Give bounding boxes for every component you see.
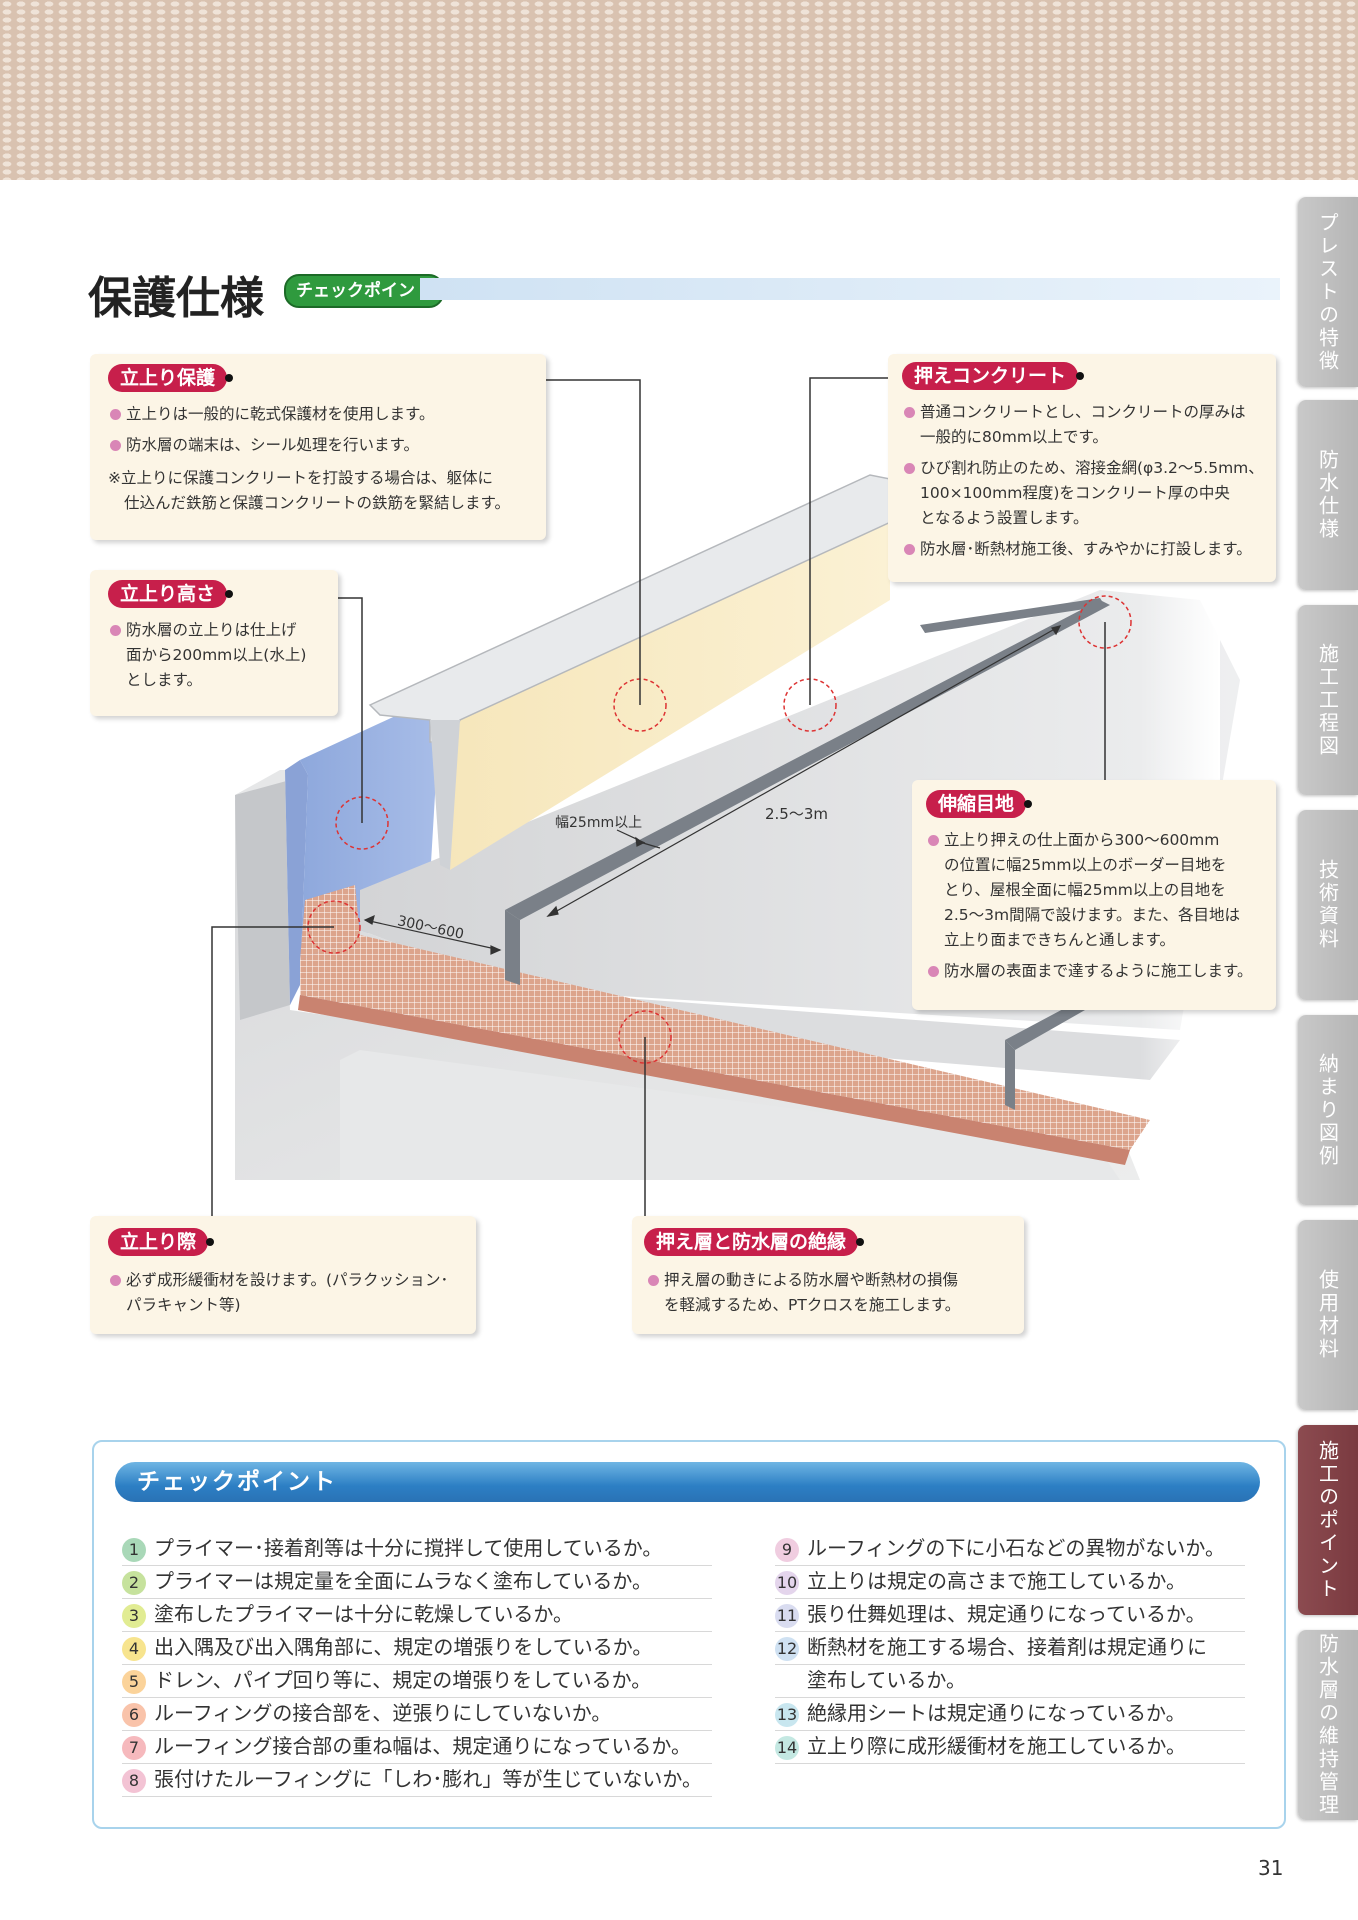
callout-text: 立上り面まできちんと通します。 [944, 931, 1175, 949]
checkpoint-number: 3 [122, 1603, 146, 1628]
checkpoint-text: プライマー･接着剤等は十分に撹拌して使用しているか。 [154, 1536, 663, 1560]
callout-text: 防水層･断熱材施工後、すみやかに打設します。 [902, 537, 1274, 562]
callout-text: 防水層の表面まで達するように施工します。 [926, 959, 1274, 984]
side-tab-1[interactable]: プレストの特徴 [1298, 197, 1358, 387]
checkpoint-text: 立上りは規定の高さまで施工しているか。 [807, 1569, 1186, 1593]
checkpoint-item: 14 立上り際に成形緩衝材を施工しているか。 [775, 1730, 1245, 1764]
dim-joint-width: 幅25mm以上 [555, 815, 643, 831]
side-tab-4[interactable]: 技術資料 [1298, 810, 1358, 1000]
checkpoint-text: 出入隅及び出入隅角部に、規定の増張りをしているか。 [154, 1635, 653, 1659]
checkpoint-item: 10 立上りは規定の高さまで施工しているか。 [775, 1565, 1245, 1599]
checkpoint-item: 11 張り仕舞処理は、規定通りになっているか。 [775, 1598, 1245, 1632]
checkpoint-number: 6 [122, 1702, 146, 1727]
checkpoint-item: 12 断熱材を施工する場合、接着剤は規定通りに [775, 1631, 1245, 1665]
dim-joint-spacing: 2.5～3m [765, 805, 829, 823]
side-tab-2[interactable]: 防水仕様 [1298, 400, 1358, 590]
checkpoint-item: 5 ドレン、パイプ回り等に、規定の増張りをしているか。 [122, 1664, 712, 1698]
tag-parapet-base: 立上り際 [108, 1228, 215, 1256]
checkpoint-text: 張付けたルーフィングに「しわ･膨れ」等が生じていないか。 [154, 1767, 702, 1791]
checkpoint-item: 4 出入隅及び出入隅角部に、規定の増張りをしているか。 [122, 1631, 712, 1665]
callout-text: とします。 [126, 671, 202, 689]
checkpoint-number: 10 [775, 1570, 799, 1595]
checkpoint-text: 塗布しているか。 [807, 1668, 966, 1692]
callout-text: 立上り押えの仕上面から300～600mm [926, 828, 1274, 853]
callout-text: 押え層の動きによる防水層や断熱材の損傷 [646, 1268, 1020, 1293]
callout-text: となるよう設置します。 [920, 509, 1089, 527]
checkpoint-item: 3 塗布したプライマーは十分に乾燥しているか。 [122, 1598, 712, 1632]
checkpoint-number: 5 [122, 1669, 146, 1694]
checkpoint-item: 1 プライマー･接着剤等は十分に撹拌して使用しているか。 [122, 1532, 712, 1566]
callout-insulation-sheet: 押え層と防水層の絶縁 押え層の動きによる防水層や断熱材の損傷 を軽減するため、P… [632, 1216, 1024, 1334]
checkpoint-number: 14 [775, 1735, 799, 1760]
checkpoint-item: 塗布しているか。 [775, 1664, 1245, 1698]
side-tab-7[interactable]: 施工のポイント [1298, 1425, 1358, 1615]
checkpoint-number: 4 [122, 1636, 146, 1661]
callout-text: 立上りは一般的に乾式保護材を使用します。 [108, 402, 538, 427]
callout-parapet-base: 立上り際 必ず成形緩衝材を設けます。(パラクッション･ パラキャント等) [90, 1216, 476, 1334]
header-pattern [0, 0, 1358, 180]
tag-parapet-protection: 立上り保護 [108, 364, 234, 392]
callout-text: 防水層の立上りは仕上げ [108, 618, 333, 643]
callout-text: 100×100mm程度)をコンクリート厚の中央 [920, 484, 1230, 502]
callout-expansion-joint: 伸縮目地 立上り押えの仕上面から300～600mm の位置に幅25mm以上のボー… [912, 780, 1276, 1010]
checkpoint-number: 13 [775, 1702, 799, 1727]
checkpoint-item: 7 ルーフィング接合部の重ね幅は、規定通りになっているか。 [122, 1730, 712, 1764]
checkpoint-text: ルーフィング接合部の重ね幅は、規定通りになっているか。 [154, 1734, 691, 1758]
title-underline-bar [420, 278, 1280, 300]
side-tab-8[interactable]: 防水層の維持管理 [1298, 1630, 1358, 1820]
checkpoint-number [775, 1670, 799, 1694]
callout-text: の位置に幅25mm以上のボーダー目地を [944, 856, 1227, 874]
checkpoint-number: 2 [122, 1570, 146, 1595]
checkpoint-item: 9 ルーフィングの下に小石などの異物がないか。 [775, 1532, 1245, 1566]
checkpoint-text: 張り仕舞処理は、規定通りになっているか。 [807, 1602, 1206, 1626]
checkpoint-item: 13 絶縁用シートは規定通りになっているか。 [775, 1697, 1245, 1731]
checkpoint-panel [92, 1440, 1286, 1829]
callout-text: を軽減するため、PTクロスを施工します。 [664, 1296, 961, 1314]
checkpoint-text: 絶縁用シートは規定通りになっているか。 [807, 1701, 1186, 1725]
callout-text: 防水層の端末は、シール処理を行います。 [108, 433, 538, 458]
checkpoint-text: 断熱材を施工する場合、接着剤は規定通りに [807, 1635, 1207, 1659]
page-title: 保護仕様 [88, 273, 264, 324]
checkpoint-text: ルーフィングの接合部を、逆張りにしていないか。 [154, 1701, 612, 1725]
callout-text: 一般的に80mm以上です。 [920, 428, 1108, 446]
callout-text: 面から200mm以上(水上) [126, 646, 307, 664]
checkpoint-number: 1 [122, 1537, 146, 1562]
callout-text: 必ず成形緩衝材を設けます。(パラクッション･ [108, 1268, 474, 1293]
checkpoint-number: 11 [775, 1603, 799, 1628]
checkpoint-text: 塗布したプライマーは十分に乾燥しているか。 [154, 1602, 573, 1626]
callout-note: 仕込んだ鉄筋と保護コンクリートの鉄筋を緊結します。 [124, 494, 510, 512]
checkpoint-item: 8 張付けたルーフィングに「しわ･膨れ」等が生じていないか。 [122, 1763, 712, 1797]
tag-protective-concrete: 押えコンクリート [902, 362, 1085, 390]
callout-parapet-protection: 立上り保護 立上りは一般的に乾式保護材を使用します。 防水層の端末は、シール処理… [90, 354, 546, 540]
callout-text: 普通コンクリートとし、コンクリートの厚みは [902, 400, 1274, 425]
side-tab-3[interactable]: 施工工程図 [1298, 605, 1358, 795]
checkpoint-text: 立上り際に成形緩衝材を施工しているか。 [807, 1734, 1186, 1758]
checkpoint-item: 6 ルーフィングの接合部を、逆張りにしていないか。 [122, 1697, 712, 1731]
callout-text: ひび割れ防止のため、溶接金網(φ3.2～5.5mm、 [902, 456, 1274, 481]
tag-insulation-sheet: 押え層と防水層の絶縁 [644, 1228, 865, 1256]
checkpoint-heading: チェックポイント [115, 1462, 1260, 1502]
checkpoint-text: プライマーは規定量を全面にムラなく塗布しているか。 [154, 1569, 652, 1593]
callout-text: とり、屋根全面に幅25mm以上の目地を [944, 881, 1226, 899]
page-number: 31 [1258, 1856, 1284, 1880]
tag-expansion-joint: 伸縮目地 [926, 790, 1033, 818]
callout-protective-concrete: 押えコンクリート 普通コンクリートとし、コンクリートの厚みは 一般的に80mm以… [888, 354, 1276, 582]
callout-text: 2.5～3m間隔で設けます。また、各目地は [944, 906, 1241, 924]
callout-parapet-height: 立上り高さ 防水層の立上りは仕上げ 面から200mm以上(水上) とします。 [90, 570, 338, 716]
checkpoint-item: 2 プライマーは規定量を全面にムラなく塗布しているか。 [122, 1565, 712, 1599]
checkpoint-number: 12 [775, 1636, 799, 1661]
checkpoint-number: 9 [775, 1537, 799, 1562]
checkpoint-number: 7 [122, 1735, 146, 1760]
side-tab-5[interactable]: 納まり図例 [1298, 1015, 1358, 1205]
side-tab-6[interactable]: 使用材料 [1298, 1220, 1358, 1410]
tag-parapet-height: 立上り高さ [108, 580, 234, 608]
callout-text: パラキャント等) [126, 1296, 241, 1314]
callout-note: ※立上りに保護コンクリートを打設する場合は、躯体に [108, 469, 493, 487]
checkpoint-text: ルーフィングの下に小石などの異物がないか。 [807, 1536, 1225, 1560]
checkpoint-text: ドレン、パイプ回り等に、規定の増張りをしているか。 [154, 1668, 652, 1692]
checkpoint-number: 8 [122, 1768, 146, 1793]
